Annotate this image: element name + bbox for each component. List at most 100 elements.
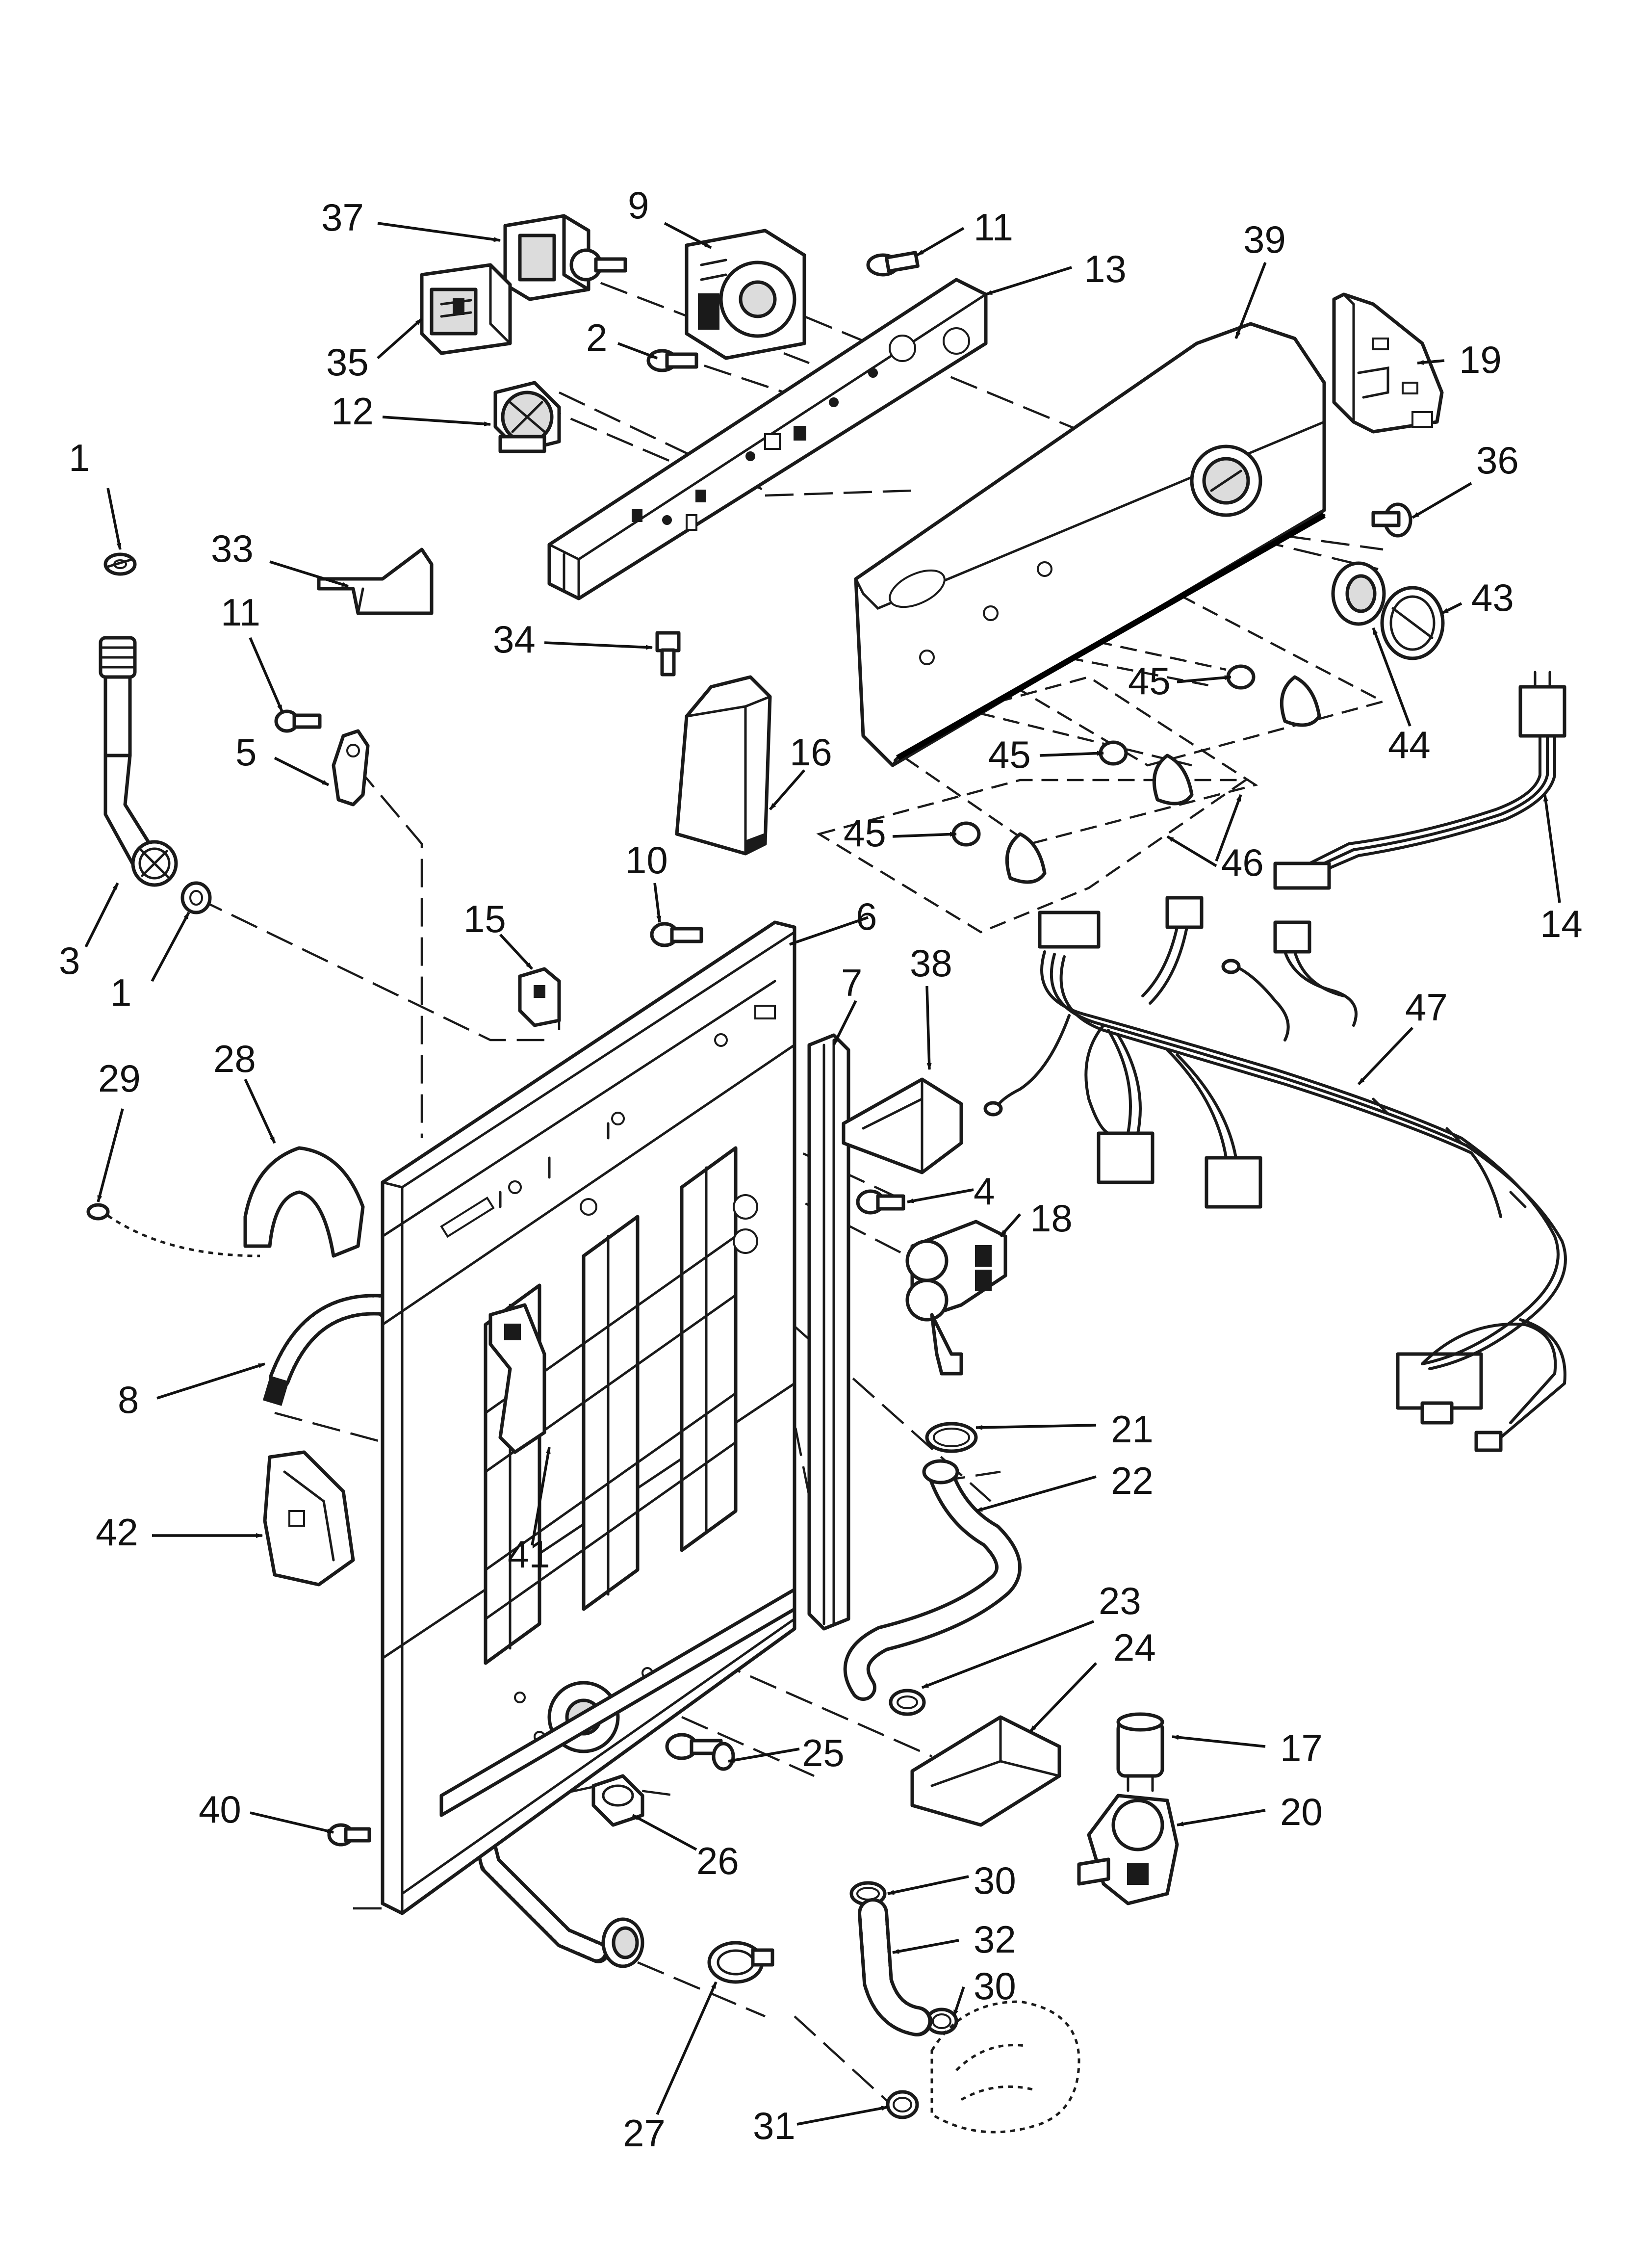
leader-c18 [999,1213,1022,1237]
leader-c1a [106,488,122,550]
part-14-power-cord [1273,671,1566,890]
callout-label-33: 33 [211,527,254,570]
callout-label-14: 14 [1540,902,1583,945]
callout-label-28: 28 [213,1037,256,1080]
part-34-screw [655,631,681,677]
part-44-knob-ring [1331,561,1386,626]
callout-label-1b: 1 [110,971,131,1014]
callout-leaders [84,222,1561,2126]
leader-c6 [789,916,869,946]
callout-label-4: 4 [974,1170,995,1213]
callout-label-41: 41 [508,1533,550,1576]
part-47-wire-harness [983,896,1567,1452]
leader-c44 [1372,627,1411,727]
leader-c8 [156,1362,265,1400]
leader-c33 [269,560,349,588]
callout-label-11a: 11 [974,206,1013,249]
part-10-screw [650,922,703,947]
leader-c45b [1039,751,1104,757]
leader-c23 [922,1620,1094,1689]
part-11-screw-top [866,251,920,277]
part-27-coupler [707,1941,774,1984]
leader-c46 [1166,835,1217,867]
leader-c37 [377,222,501,242]
part-22-hose [843,1459,1022,1701]
callout-label-32: 32 [974,1918,1016,1961]
leader-c39 [1234,262,1267,339]
callout-label-40: 40 [199,1788,241,1831]
part-39-console [854,322,1326,767]
callout-label-30a: 30 [974,1859,1016,1902]
callout-label-10: 10 [625,838,668,882]
leader-c15 [499,934,534,970]
leader-c14 [1543,794,1561,903]
leader-c27 [656,1981,718,2115]
callout-label-18: 18 [1030,1197,1073,1240]
part-35-switch [420,263,512,355]
leader-c30b [952,1986,965,2017]
leader-c24 [1029,1662,1097,1733]
callout-label-13: 13 [1084,247,1127,290]
leader-c4 [907,1188,974,1203]
callout-label-6: 6 [856,895,877,938]
leader-c9 [664,222,712,249]
leader-c28 [244,1078,276,1144]
part-21-clamp [925,1422,978,1453]
callout-label-5: 5 [235,730,257,774]
leader-c11a [916,227,965,257]
leader-c45c [892,832,957,838]
part-30-clamp-lower [925,2007,958,2035]
callout-label-16: 16 [790,730,832,774]
callout-label-47: 47 [1405,986,1448,1029]
callout-label-24: 24 [1113,1626,1156,1669]
callout-label-37: 37 [321,196,364,239]
callout-label-8: 8 [118,1378,139,1421]
callout-labels: 1 1 2 3 4 5 6 7 8 9 10 11 11 12 13 14 15… [59,183,1583,2155]
leader-c46-extra-0 [1215,794,1242,861]
leader-c5 [274,756,330,786]
leader-c47 [1358,1027,1413,1085]
leader-c38 [925,986,932,1070]
callout-label-20: 20 [1280,1790,1323,1833]
part-26-clip [591,1774,644,1827]
leader-c34 [544,641,653,650]
part-29-cable-tie [86,1203,260,1257]
part-33-bracket [317,547,434,615]
leader-c43 [1441,602,1462,615]
part-40-screw [327,1823,371,1847]
part-31-clamp [886,2090,919,2119]
part-17-capacitor [1116,1712,1164,1792]
callout-label-15: 15 [463,897,506,940]
part-36-screw [1371,502,1412,538]
callout-label-31: 31 [753,2104,795,2147]
leader-c36 [1411,482,1472,519]
callout-label-29: 29 [98,1057,141,1100]
leader-c35 [377,317,423,360]
leader-c22 [975,1475,1097,1512]
part-12-pressure-switch [493,381,561,453]
callout-label-1a: 1 [69,436,90,479]
part-5-clip [332,729,370,807]
part-43-knob [1380,586,1445,660]
leader-c3 [84,882,119,948]
callout-label-11b: 11 [221,591,260,634]
part-16-end-cap [675,675,772,856]
leader-c2 [617,342,658,360]
callout-label-9: 9 [628,183,649,227]
leader-c25 [728,1747,800,1763]
callout-label-44: 44 [1388,723,1431,766]
callout-label-22: 22 [1111,1459,1154,1502]
leader-c13 [985,266,1072,296]
leader-c1b [151,912,190,982]
callout-label-45a: 45 [1128,659,1171,703]
part-37-selector-switch [503,214,627,301]
callout-label-19: 19 [1459,338,1502,381]
leader-c30a [887,1875,969,1895]
part-18-water-valve [905,1220,1007,1376]
callout-label-26: 26 [696,1839,739,1882]
callout-label-21: 21 [1111,1408,1154,1451]
pump-reference-outline [930,2000,1080,2134]
leader-c29 [97,1108,124,1202]
callout-label-17: 17 [1280,1726,1323,1770]
